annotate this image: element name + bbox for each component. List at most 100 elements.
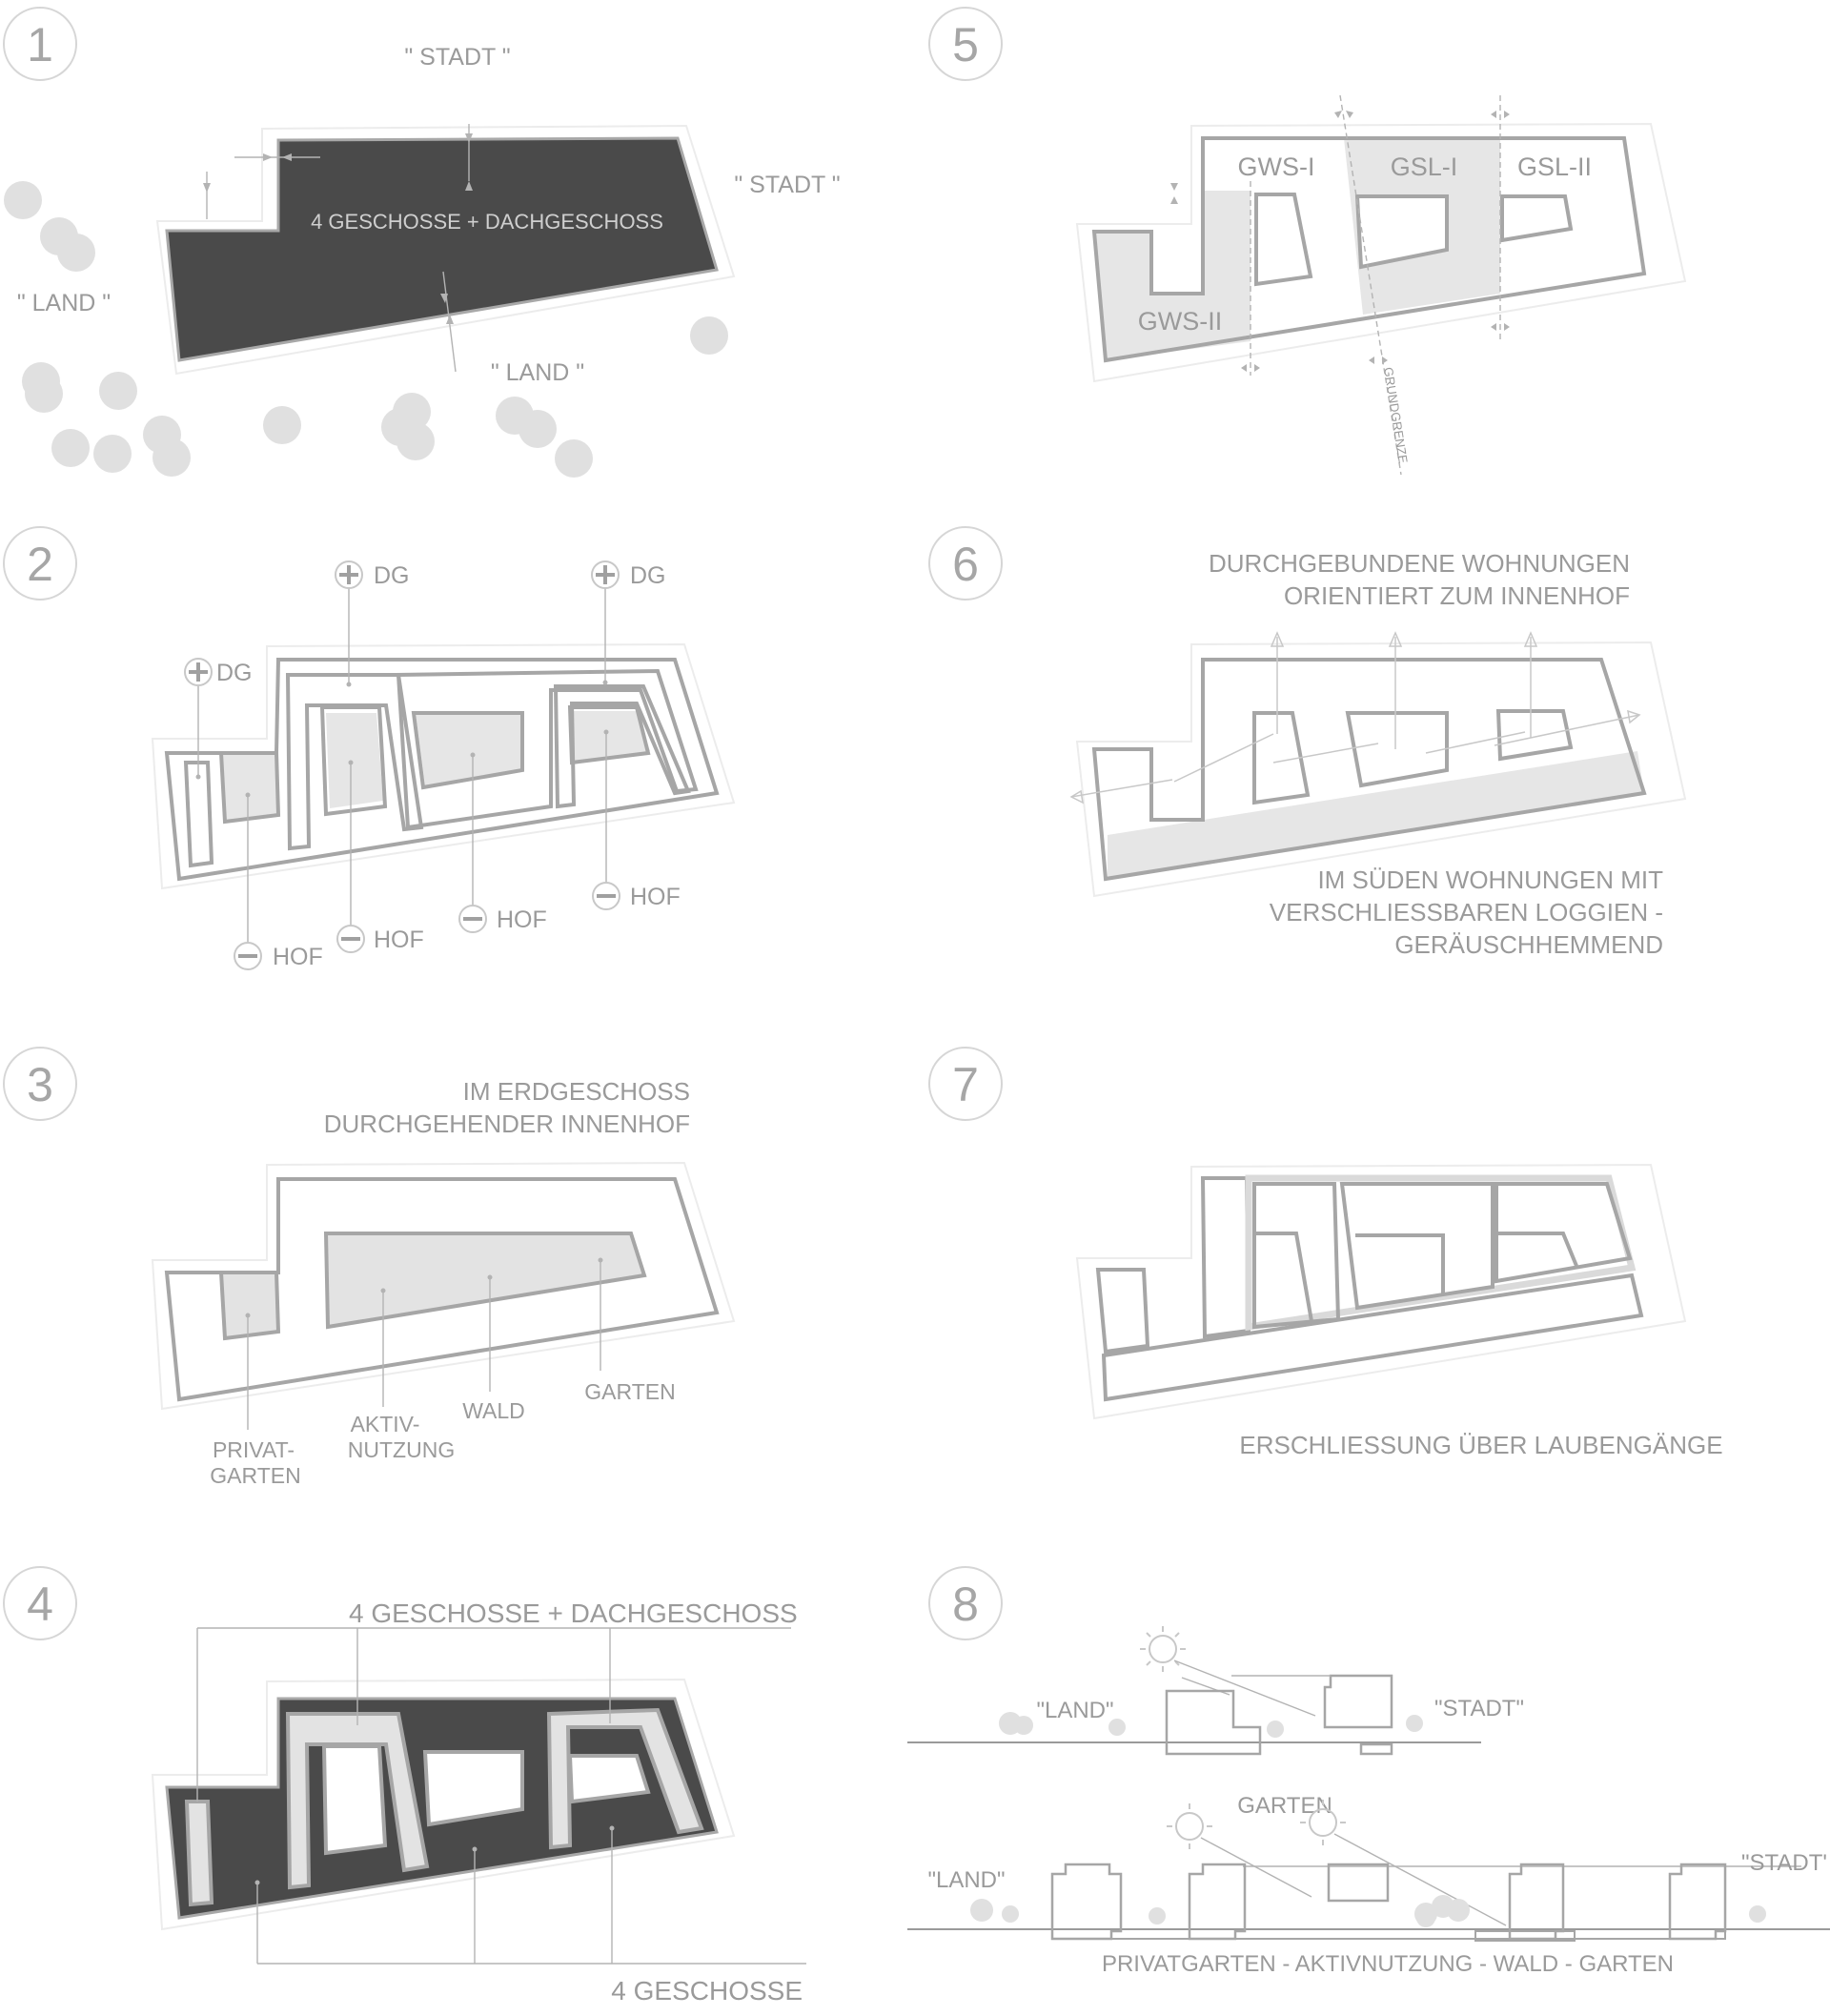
panel-4-wing-b bbox=[546, 1707, 704, 1850]
panel-7-unit-2-inner bbox=[1355, 1233, 1445, 1294]
panel-4-void-2 bbox=[422, 1750, 524, 1827]
panel-7-south-bar bbox=[1101, 1273, 1644, 1402]
panel-8-land-1: "LAND" bbox=[1036, 1698, 1113, 1723]
panel-2-courtyard-1 bbox=[221, 753, 278, 821]
panel-8-number-circle bbox=[928, 1566, 1003, 1640]
panel-2-number: 2 bbox=[27, 538, 53, 591]
panel-2-court-a-outline bbox=[319, 705, 388, 817]
panel-8-plinth bbox=[1052, 1929, 1726, 1940]
panel-8-building-1a bbox=[1165, 1689, 1262, 1756]
panel-8-building-2a bbox=[1050, 1863, 1123, 1941]
panel-7-unit-3-inner bbox=[1498, 1232, 1578, 1267]
panel-3-number: 3 bbox=[27, 1058, 53, 1111]
panel-2: 2 DG D bbox=[3, 526, 736, 970]
panel-3-innenhof-area bbox=[323, 1232, 647, 1330]
panel-2-courtyard-4 bbox=[572, 711, 650, 763]
panel-5-court-2 bbox=[1354, 194, 1449, 270]
panel-7-unit-3 bbox=[1494, 1182, 1633, 1284]
panel-3-number-circle bbox=[3, 1047, 77, 1121]
panel-7-unit-1 bbox=[1252, 1182, 1341, 1330]
panel-8-number: 8 bbox=[952, 1578, 979, 1631]
panel-5-court-1 bbox=[1254, 193, 1313, 287]
panel-6-orientation-arrows bbox=[1069, 631, 1641, 804]
panel-6-court-3 bbox=[1495, 709, 1574, 762]
panel-1-center-label: 4 GESCHOSSE + DACHGESCHOSS bbox=[311, 210, 663, 234]
panel-5-grundgrenze: GRUNDGRENZE bbox=[1381, 366, 1411, 464]
panel-5-boundaries bbox=[1170, 94, 1510, 476]
panel-1-number: 1 bbox=[27, 18, 53, 71]
panel-1-stadt-top: " STADT " bbox=[404, 44, 510, 71]
panel-7-block-left bbox=[1095, 1268, 1150, 1354]
panel-2-wing-left bbox=[183, 761, 214, 868]
panel-7-gallery-band bbox=[1245, 1174, 1637, 1332]
panel-7-unit-1-inner bbox=[1254, 1232, 1313, 1322]
panel-2-court-left-outline bbox=[218, 751, 281, 825]
panel-2-plus-markers bbox=[184, 560, 620, 780]
panel-8-building-2e bbox=[1668, 1863, 1727, 1941]
panel-3-garten: GARTEN bbox=[584, 1379, 675, 1404]
panel-6-halo bbox=[1075, 641, 1687, 898]
panel-2-minus-markers bbox=[234, 729, 620, 970]
panel-3-halo bbox=[151, 1161, 736, 1411]
panel-5-halo bbox=[1075, 122, 1687, 383]
panel-3-privat-1: PRIVAT- bbox=[213, 1437, 295, 1462]
panel-8-land-2: "LAND" bbox=[927, 1867, 1005, 1893]
panel-7-block-stair bbox=[1200, 1176, 1251, 1339]
panel-6-loggia-band bbox=[1108, 751, 1644, 879]
panel-8-building-2b bbox=[1188, 1863, 1247, 1941]
panel-5-number-circle bbox=[928, 7, 1003, 81]
panel-3-aktiv-1: AKTIV- bbox=[351, 1412, 420, 1436]
sun-icon bbox=[1149, 1635, 1177, 1663]
panel-3-aktiv-2: NUTZUNG bbox=[348, 1437, 455, 1462]
panel-6-bottom-1: IM SÜDEN WOHNUNGEN MIT bbox=[1317, 865, 1663, 894]
panel-3-leader-lines bbox=[245, 1257, 603, 1430]
panel-3-privat-2: GARTEN bbox=[210, 1463, 300, 1488]
panel-8: 8 "LAND" "STADT" GARTEN bbox=[907, 1566, 1830, 1977]
panel-1-dimension-marks bbox=[203, 124, 473, 373]
panel-1-trees bbox=[4, 181, 728, 478]
panel-2-dg-label-2: DG bbox=[630, 562, 666, 589]
panel-2-halo bbox=[151, 642, 736, 890]
panel-6-top-2: ORIENTIERT ZUM INNENHOF bbox=[1284, 581, 1630, 610]
panel-8-stadt-2: "STADT' bbox=[1741, 1850, 1827, 1876]
panel-5-gws2: GWS-II bbox=[1138, 307, 1223, 336]
panel-7-unit-2 bbox=[1339, 1182, 1494, 1311]
panel-6-number-circle bbox=[928, 526, 1003, 601]
panel-6-bottom-3: GERÄUSCHHEMMEND bbox=[1394, 930, 1663, 959]
panel-5-number: 5 bbox=[952, 18, 979, 71]
panel-6: 6 DURCHGEBUNDENE WOHNUNGEN ORIENTIERT ZU… bbox=[928, 526, 1687, 959]
panel-4-leader-lines bbox=[196, 1628, 806, 1965]
panel-8-section-2 bbox=[907, 1800, 1830, 1942]
panel-3-heading-1: IM ERDGESCHOSS bbox=[463, 1077, 690, 1106]
panel-5-gws1: GWS-I bbox=[1238, 153, 1315, 181]
panel-8-section-1 bbox=[907, 1626, 1481, 1756]
panel-4-wing-a bbox=[285, 1712, 430, 1890]
panel-2-wing-a bbox=[285, 673, 424, 851]
panel-5: 5 GWS-I GSL-I GSL- bbox=[928, 7, 1687, 476]
panel-7-number-circle bbox=[928, 1047, 1003, 1121]
panel-6-bottom-2: VERSCHLIESSBAREN LOGGIEN - bbox=[1270, 898, 1663, 927]
panel-3-wald: WALD bbox=[462, 1398, 525, 1423]
panel-2-court-b-outline bbox=[411, 711, 524, 790]
panel-2-courtyard-3 bbox=[416, 713, 522, 786]
panel-2-court-c-outline bbox=[567, 705, 651, 765]
sun-icon bbox=[1309, 1808, 1337, 1837]
panel-4-void-1 bbox=[321, 1744, 388, 1856]
panel-4-void-3 bbox=[567, 1754, 651, 1804]
panel-4-number-circle bbox=[3, 1566, 77, 1640]
panel-4-top-label: 4 GESCHOSSE + DACHGESCHOSS bbox=[349, 1599, 798, 1628]
panel-8-stadt-1: "STADT" bbox=[1434, 1696, 1524, 1721]
panel-7-number: 7 bbox=[952, 1058, 979, 1111]
panel-5-gsl1: GSL-I bbox=[1391, 153, 1458, 181]
panel-8-building-2c bbox=[1327, 1863, 1390, 1903]
panel-4-bottom-label: 4 GESCHOSSE bbox=[611, 1976, 803, 2006]
panel-6-court-2 bbox=[1345, 711, 1449, 788]
panel-8-bottom-label: PRIVATGARTEN - AKTIVNUTZUNG - WALD - GAR… bbox=[1102, 1951, 1674, 1977]
panel-3-privatgarten-area bbox=[218, 1271, 281, 1341]
panel-1-building-mass bbox=[165, 136, 719, 362]
sun-icon bbox=[1175, 1812, 1204, 1841]
panel-3-heading-2: DURCHGEHENDER INNENHOF bbox=[324, 1110, 690, 1138]
panel-4-wing-left bbox=[184, 1800, 214, 1907]
panel-2-dg-label-1: DG bbox=[374, 562, 410, 589]
